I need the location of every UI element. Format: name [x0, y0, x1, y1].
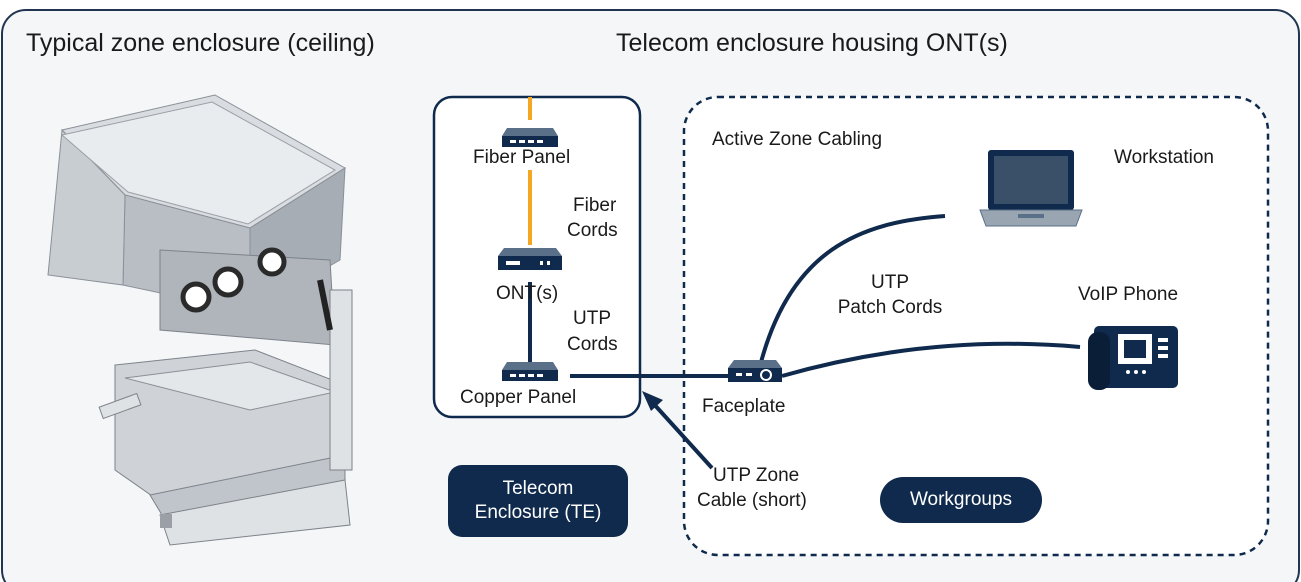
faceplate-label: Faceplate: [702, 396, 786, 417]
telecom-enclosure-line2: Enclosure (TE): [474, 502, 602, 523]
ont-label: ONT(s): [496, 283, 559, 304]
fiber-cords-line2: Cords: [567, 220, 618, 241]
workstation-label: Workstation: [1114, 147, 1214, 168]
telecom-enclosure-button[interactable]: Telecom Enclosure (TE): [448, 465, 628, 537]
utp-patch-cords-line2: Patch Cords: [837, 297, 943, 318]
faceplate-icon: [728, 360, 782, 382]
enclosure-photo: [47, 94, 353, 546]
laptop-icon: [979, 150, 1083, 227]
utp-zone-cable-line2: Cable (short): [697, 490, 807, 511]
telecom-enclosure-line1: Telecom: [502, 478, 574, 499]
fiber-cords-line1: Fiber: [573, 195, 617, 216]
copper-panel-icon: [502, 362, 558, 381]
utp-patch-cords-line1: UTP: [871, 272, 909, 293]
active-zone-title: Active Zone Cabling: [712, 129, 883, 150]
workgroups-button[interactable]: Workgroups: [880, 477, 1042, 523]
voip-phone-icon: [1088, 326, 1178, 390]
copper-panel-label: Copper Panel: [460, 387, 577, 408]
left-title: Typical zone enclosure (ceiling): [26, 29, 375, 57]
utp-zone-cable-line1: UTP Zone: [713, 465, 800, 486]
voip-phone-label: VoIP Phone: [1078, 284, 1179, 305]
patch-cord-phone: [781, 341, 1081, 378]
arrow-icon: [642, 391, 714, 470]
fiber-panel-icon: [502, 128, 558, 147]
fiber-panel-label: Fiber Panel: [473, 147, 571, 168]
ont-icon: [498, 248, 562, 270]
workgroups-label: Workgroups: [909, 489, 1013, 510]
patch-cord-workstation: [758, 214, 946, 367]
right-title: Telecom enclosure housing ONT(s): [616, 29, 1008, 57]
utp-cords-line1: UTP: [573, 308, 611, 329]
active-zone-area: [682, 95, 1270, 557]
utp-cords-line2: Cords: [567, 334, 618, 355]
